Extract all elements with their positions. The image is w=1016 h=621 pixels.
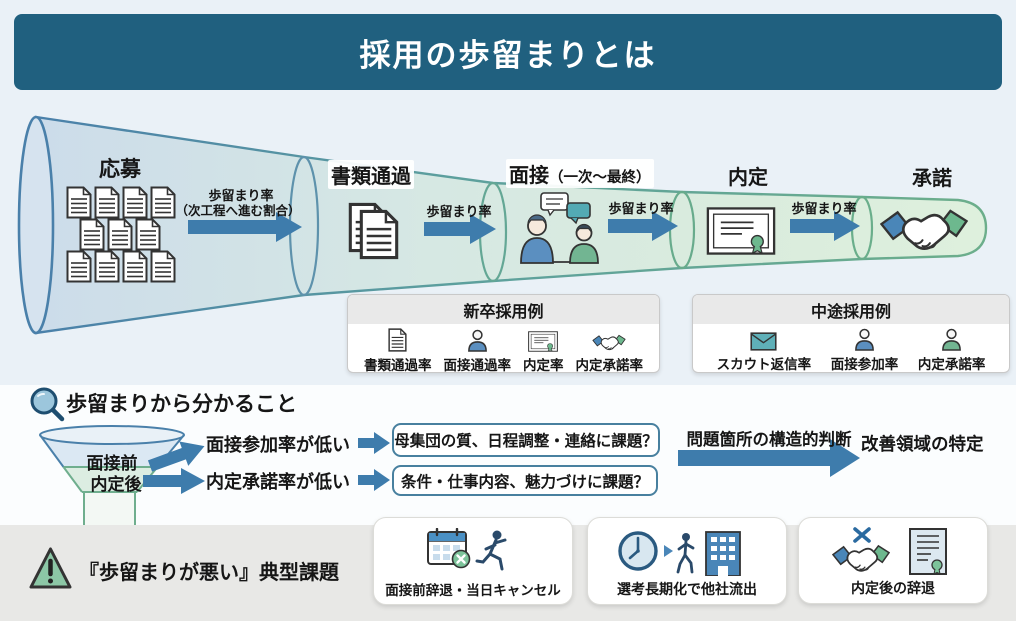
example-item-label: 書類通過率: [364, 358, 432, 373]
example-item-label: 内定承諾率: [917, 357, 986, 372]
example-item-label: 内定承諾率: [575, 358, 644, 373]
rate-label-2: 歩留まり率: [426, 204, 492, 219]
example-item-label: 内定率: [523, 358, 564, 373]
example-item: 面接参加率: [830, 328, 899, 372]
example-item: 内定承諾率: [575, 332, 644, 373]
issue-card-label: 面接前辞退・当日キャンセル: [385, 582, 561, 598]
example-title: 中途採用例: [693, 295, 1009, 324]
stage-label-application: 応募: [99, 158, 141, 181]
stage-label-document-pass: 書類通過: [328, 160, 414, 189]
document-icon: [388, 328, 407, 352]
judgement-label: 問題箇所の構造的判断: [686, 431, 852, 449]
outcome-label: 改善領域の特定: [861, 434, 984, 454]
example-box-mid-career: 中途採用例 スカウト返信率 面接参加率 内定承諾率: [692, 294, 1010, 373]
example-item: 内定承諾率: [917, 328, 986, 372]
rate-note: （次工程へ進む割合）: [175, 204, 301, 218]
example-item-label: 面接通過率: [443, 358, 512, 373]
rate-label-3: 歩留まり率: [608, 201, 674, 216]
symptom-1: 面接参加率が低い: [206, 435, 350, 455]
person-blue-icon: [853, 328, 876, 351]
envelope-icon: [750, 332, 777, 351]
rate-label-4: 歩留まり率: [791, 201, 857, 216]
page-title: 採用の歩留まりとは: [359, 37, 657, 73]
rate-label-1: 歩留まり率: [208, 188, 274, 203]
example-items: スカウト返信率 面接参加率 内定承諾率: [693, 324, 1009, 372]
handshake-icon: [592, 332, 626, 352]
stage-sublabel-interview: （一次〜最終）: [549, 170, 651, 186]
calendar-cancel-runner-icon: [427, 527, 507, 570]
stage-label-acceptance: 承諾: [912, 168, 952, 190]
example-item-label: 面接参加率: [830, 357, 899, 372]
insight-heading: 歩留まりから分かること: [66, 393, 297, 416]
example-title: 新卒採用例: [348, 295, 659, 324]
example-item-label: スカウト返信率: [716, 357, 812, 372]
person-blue-icon: [466, 329, 489, 352]
stage-label-interview: 面接（一次〜最終）: [506, 159, 654, 188]
example-box-new-graduate: 新卒採用例 書類通過率 面接通過率 内定率 内定承諾率: [347, 294, 660, 373]
symptom-2: 内定承諾率が低い: [206, 472, 350, 492]
example-item: スカウト返信率: [716, 332, 812, 372]
clock-person-building-icon: [618, 530, 741, 576]
handshake-cancel-document-icon: [832, 527, 947, 575]
example-items: 書類通過率 面接通過率 内定率 内定承諾率: [348, 324, 659, 373]
issues-heading: 『歩留まりが悪い』典型課題: [79, 562, 339, 584]
issue-card-offer-decline: 内定後の辞退: [798, 517, 988, 604]
stage-label-offer: 内定: [728, 167, 768, 189]
certificate-icon: [528, 331, 558, 352]
example-item: 面接通過率: [443, 329, 512, 373]
page-title-banner: 採用の歩留まりとは: [14, 14, 1002, 90]
hypothesis-box-2: 条件・仕事内容、魅力づけに課題？: [392, 465, 658, 496]
issue-card-label: 内定後の辞退: [851, 580, 935, 596]
issue-card-interview-cancel: 面接前辞退・当日キャンセル: [373, 517, 573, 605]
mini-funnel-label-pre-interview: 面接前: [86, 454, 138, 473]
example-item: 内定率: [523, 331, 564, 373]
person-green-icon: [940, 328, 963, 351]
hypothesis-box-1: 母集団の質、日程調整・連絡に課題？: [392, 423, 660, 457]
issue-card-label: 選考長期化で他社流出: [617, 580, 757, 597]
issue-card-long-selection: 選考長期化で他社流出: [587, 517, 787, 605]
example-item: 書類通過率: [364, 328, 432, 373]
mini-funnel-label-post-offer: 内定後: [90, 475, 142, 494]
